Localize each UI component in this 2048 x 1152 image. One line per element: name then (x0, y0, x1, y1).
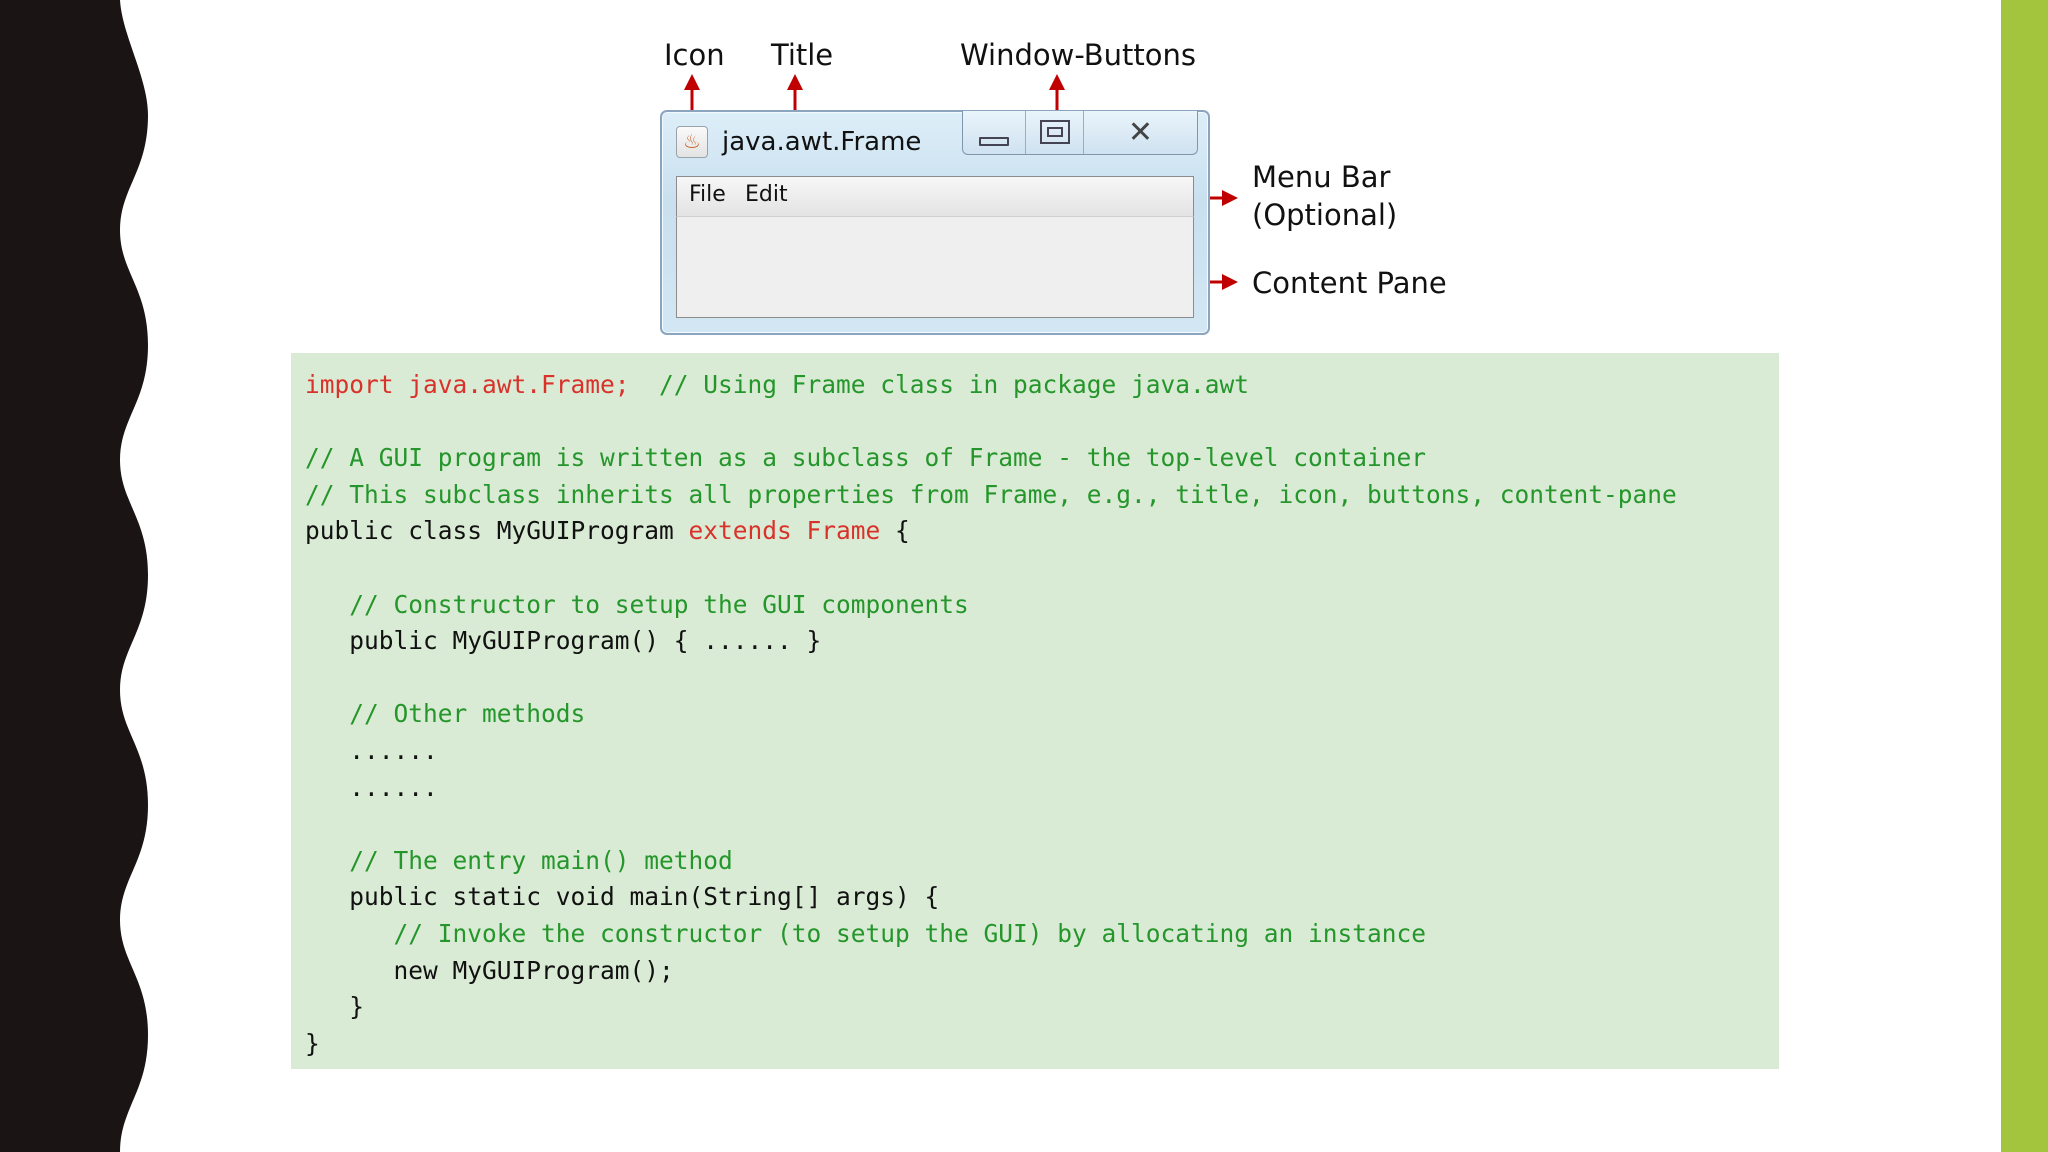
annotation-menu-bar-label: Menu Bar (Optional) (1252, 158, 1397, 235)
code-comment: // Using Frame class in package java.awt (629, 370, 1250, 399)
menu-edit[interactable]: Edit (745, 182, 788, 207)
code-comment: // Invoke the constructor (to setup the … (305, 918, 1427, 948)
content-pane (676, 216, 1194, 318)
sample-frame-window: ♨ java.awt.Frame ✕ File Edit (660, 110, 1210, 335)
code-blank-line (305, 806, 1765, 843)
code-listing: import java.awt.Frame; // Using Frame cl… (291, 353, 1779, 1069)
accent-strip (2001, 0, 2048, 1152)
code-line: } (305, 1028, 320, 1058)
code-comment: // Constructor to setup the GUI componen… (305, 589, 969, 619)
menu-file[interactable]: File (689, 182, 726, 207)
code-blank-line (305, 550, 1765, 587)
code-line: } (305, 992, 365, 1022)
maximize-button[interactable] (1025, 111, 1083, 154)
code-line: public static void main(String[] args) { (305, 882, 940, 912)
wavy-border-decoration (0, 0, 148, 1152)
maximize-icon (1040, 120, 1070, 144)
code-comment: // This subclass inherits all properties… (305, 479, 1677, 509)
java-cup-icon: ♨ (676, 126, 708, 158)
code-comment: // The entry main() method (305, 845, 733, 875)
code-line: public MyGUIProgram() { ...... } (305, 626, 822, 656)
code-comment: // Other methods (305, 699, 586, 729)
annotation-title-label: Title (771, 38, 834, 72)
annotation-menu-bar-line1: Menu Bar (1252, 160, 1391, 194)
frame-title: java.awt.Frame (722, 127, 922, 157)
annotation-menu-bar-line2: (Optional) (1252, 198, 1398, 233)
code-blank-line (305, 660, 1765, 697)
code-line: ...... (305, 772, 438, 802)
menu-bar: File Edit (676, 176, 1194, 216)
annotation-window-buttons-label: Window-Buttons (960, 38, 1197, 72)
code-import: import java.awt.Frame; (305, 370, 630, 399)
code-keyword: extends Frame (688, 516, 881, 546)
close-icon: ✕ (1127, 115, 1154, 150)
minimize-icon (979, 137, 1009, 146)
code-text: public class MyGUIProgram (305, 516, 689, 546)
arrow-to-window-buttons (1049, 74, 1065, 114)
code-line: new MyGUIProgram(); (305, 955, 674, 985)
code-text: { (880, 516, 910, 546)
minimize-button[interactable] (963, 111, 1025, 154)
code-blank-line (305, 404, 1765, 441)
code-line: public class MyGUIProgram extends Frame … (305, 513, 1765, 550)
code-line: ...... (305, 735, 438, 765)
window-buttons: ✕ (962, 111, 1198, 155)
code-comment: // A GUI program is written as a subclas… (305, 443, 1427, 473)
annotation-content-pane-label: Content Pane (1252, 266, 1447, 300)
annotation-icon-label: Icon (664, 38, 725, 72)
code-line: import java.awt.Frame; // Using Frame cl… (305, 367, 1765, 404)
close-button[interactable]: ✕ (1083, 111, 1197, 154)
